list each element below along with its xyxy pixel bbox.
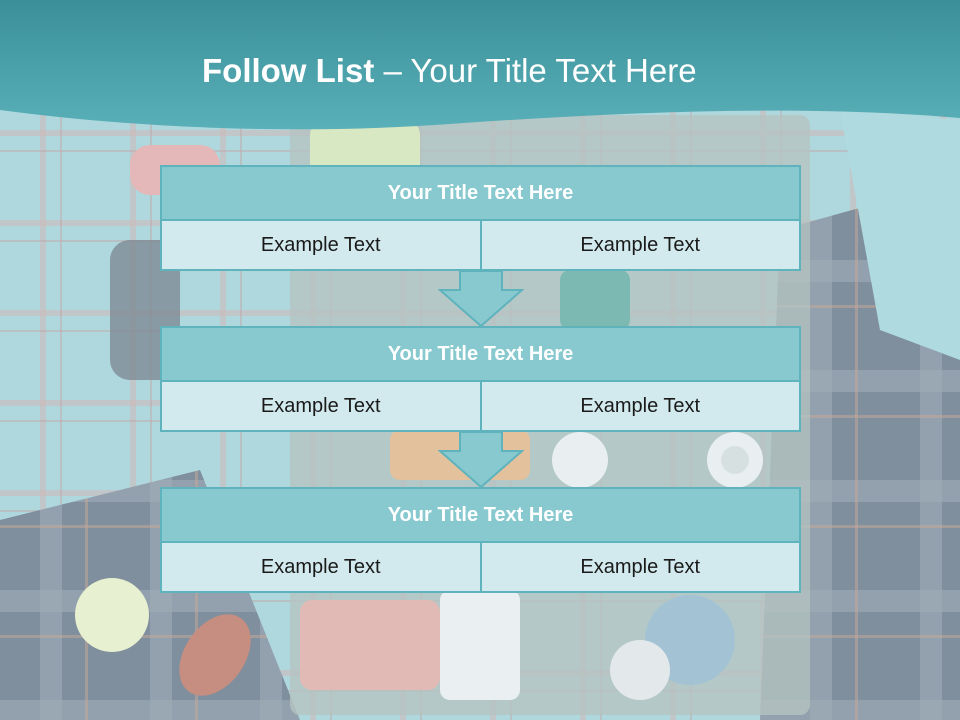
cell-left: Example Text [160,221,482,271]
cell-left: Example Text [160,382,482,432]
page-title: Follow List – Your Title Text Here [202,52,697,90]
block-title: Your Title Text Here [160,487,801,543]
block-row: Example Text Example Text [160,543,801,593]
block-row: Example Text Example Text [160,382,801,432]
block-row: Example Text Example Text [160,221,801,271]
list-block: Your Title Text Here Example Text Exampl… [160,487,801,593]
cell-right: Example Text [481,221,801,271]
list-block: Your Title Text Here Example Text Exampl… [160,326,801,432]
block-title: Your Title Text Here [160,326,801,382]
title-bold: Follow List [202,52,375,89]
cell-right: Example Text [481,382,801,432]
block-title: Your Title Text Here [160,165,801,221]
cell-right: Example Text [481,543,801,593]
down-arrow-icon [438,431,524,489]
title-rest: – Your Title Text Here [374,52,697,89]
header-banner [0,0,960,130]
list-block: Your Title Text Here Example Text Exampl… [160,165,801,271]
cell-left: Example Text [160,543,482,593]
down-arrow-icon [438,270,524,328]
